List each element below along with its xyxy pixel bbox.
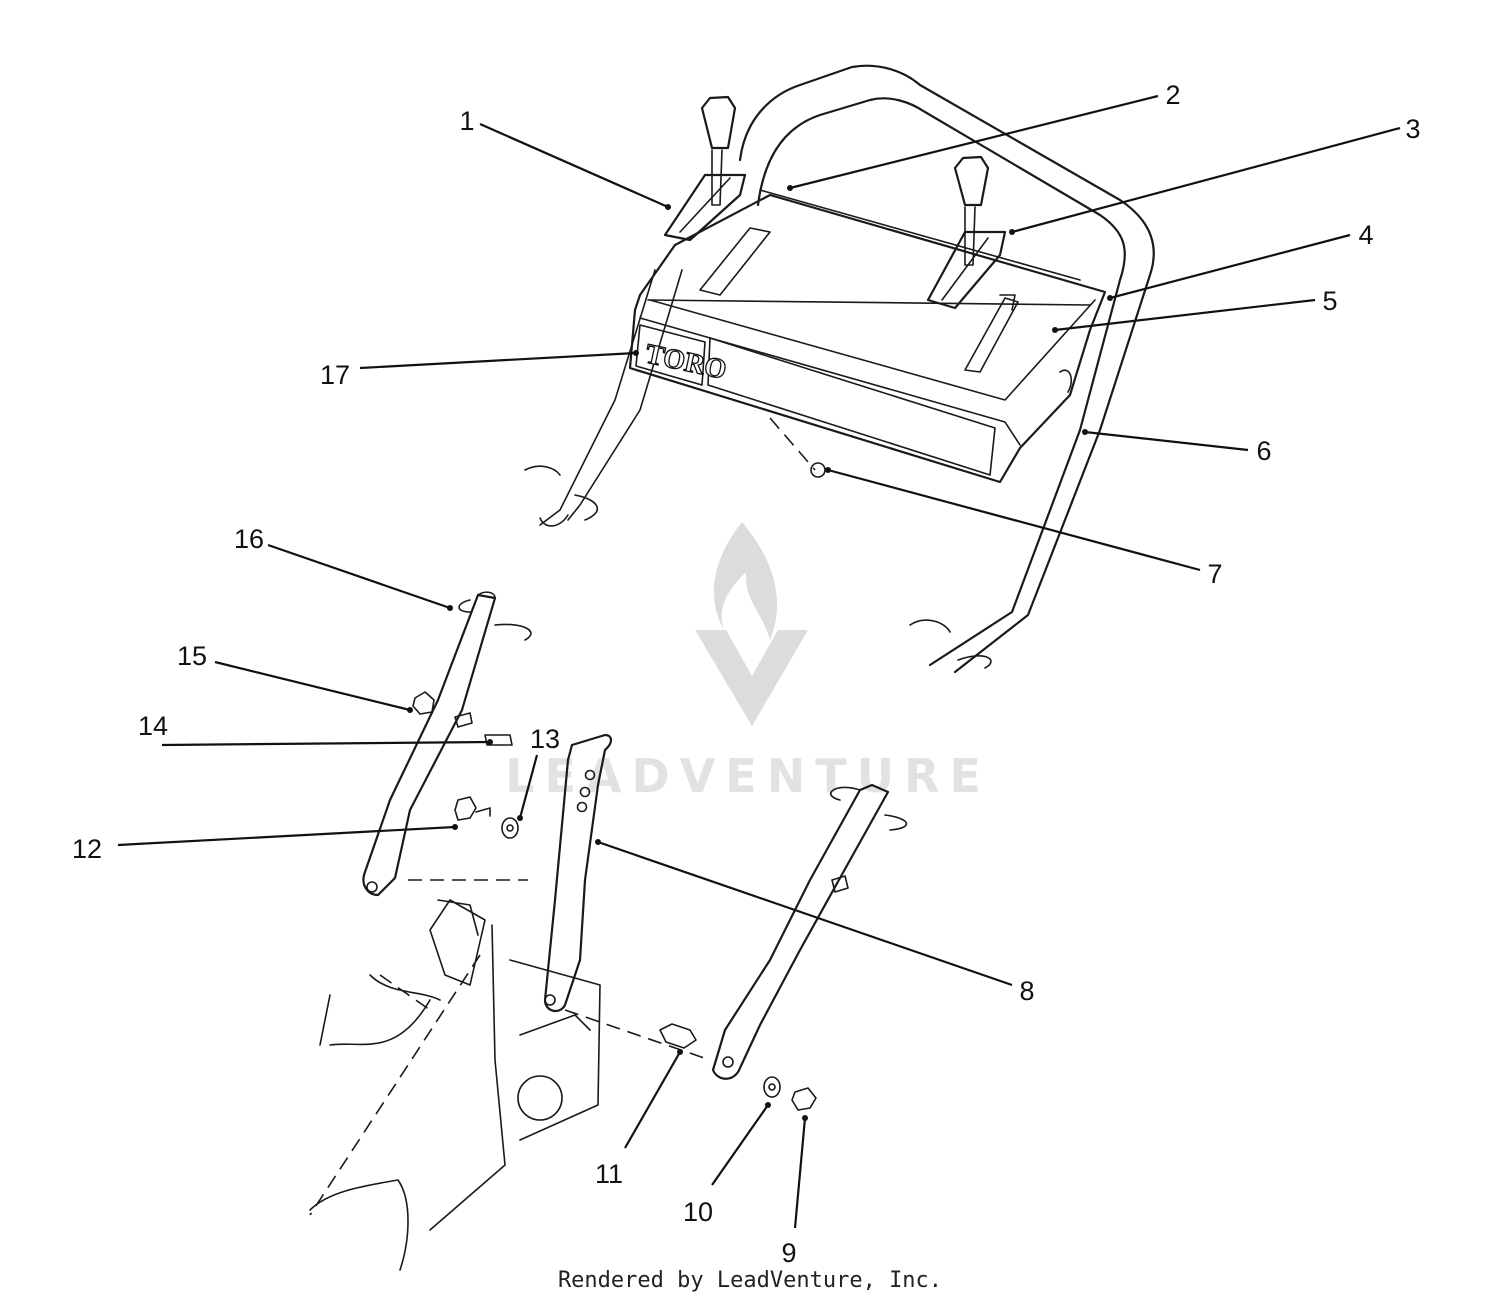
callout-13: 13: [530, 724, 560, 754]
callout-1: 1: [459, 106, 474, 136]
control-panel: TORO: [628, 189, 1107, 484]
callout-labels: 1 2 3 4 5 6 7 8 9 10 11 12 13 14 15 16 1…: [72, 80, 1421, 1268]
handle-bracket: [543, 733, 613, 1013]
upper-handle: [524, 64, 1155, 674]
callout-8: 8: [1019, 976, 1034, 1006]
callout-leaders: [117, 94, 1401, 1229]
callout-10: 10: [683, 1197, 713, 1227]
callout-12: 12: [72, 834, 102, 864]
callout-6: 6: [1256, 436, 1271, 466]
callout-17: 17: [320, 360, 350, 390]
watermark-text: LEADVENTURE: [505, 749, 991, 803]
callout-2: 2: [1165, 80, 1180, 110]
callout-16: 16: [234, 524, 264, 554]
control-levers: [663, 95, 1016, 311]
footer-credit: Rendered by LeadVenture, Inc.: [557, 1268, 943, 1293]
callout-15: 15: [177, 641, 207, 671]
callout-4: 4: [1358, 220, 1373, 250]
lower-handle-right: [711, 783, 908, 1080]
callout-5: 5: [1322, 286, 1337, 316]
lower-handle-left: [362, 591, 532, 897]
toro-logo: TORO: [643, 339, 730, 386]
hardware-parts: [412, 462, 826, 1111]
callout-9: 9: [781, 1238, 796, 1268]
callout-7: 7: [1207, 559, 1222, 589]
callout-3: 3: [1405, 114, 1420, 144]
callout-14: 14: [138, 711, 168, 741]
watermark-logo: LEADVENTURE: [505, 522, 991, 803]
mower-frame: [309, 417, 816, 1271]
callout-11: 11: [595, 1159, 623, 1189]
